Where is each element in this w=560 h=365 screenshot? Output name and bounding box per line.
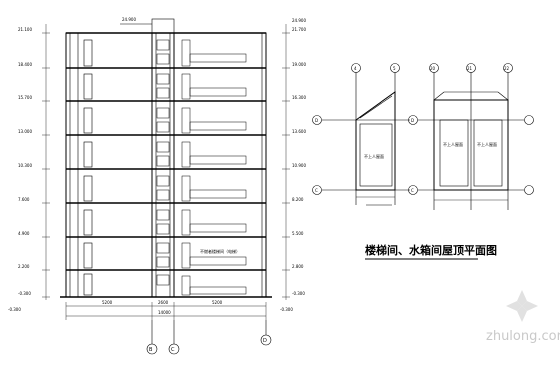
elev-right-6: 8.200	[292, 197, 304, 202]
left-elevation-labels: 21.100 18.400 15.700 13.000 10.300 7.600…	[18, 27, 32, 296]
elev-right-3: 16.300	[292, 95, 306, 100]
stair-plan-2	[418, 72, 524, 210]
top-elevation-label: 24.900	[122, 17, 136, 22]
plan2-axis-d: D	[411, 118, 414, 123]
section-outline	[65, 32, 267, 298]
elev-left-8: -0.300	[18, 291, 31, 296]
axis-bubble-c	[168, 343, 180, 355]
elev-right-9: -0.300	[292, 291, 305, 296]
stair-plan-2-bubbles	[408, 63, 534, 195]
elev-left-3: 13.000	[18, 129, 32, 134]
elev-left-6: 4.900	[18, 231, 30, 236]
plan-title: 楼梯间、水箱间屋顶平面图	[365, 243, 497, 257]
floor-slabs	[60, 32, 272, 298]
axis-label-b: B	[149, 347, 153, 353]
elev-left-1: 18.400	[18, 62, 32, 67]
axis-label-c: C	[171, 347, 175, 353]
dim-label-4: 5200	[212, 300, 223, 305]
dim-label-1: 5200	[102, 300, 113, 305]
elev-right-1: 21.700	[292, 27, 306, 32]
elev-right-0: 24.900	[292, 18, 306, 23]
total-dim-label: 14000	[158, 310, 171, 315]
section-axis-bubbles	[146, 320, 272, 355]
bottom-right-elevation: -0.300	[280, 307, 293, 312]
elev-right-2: 19.000	[292, 62, 306, 67]
plan2-axis-c: C	[411, 188, 414, 193]
dim-label-2: 2600	[158, 300, 169, 305]
building-section	[42, 18, 290, 320]
roof-penthouse	[151, 18, 175, 34]
elev-right-5: 10.900	[292, 163, 306, 168]
room-note: 不燃者楼梯间（电梯）	[200, 248, 240, 254]
watermark-text: zhulong.com	[486, 329, 560, 344]
bottom-dims	[65, 302, 267, 320]
elev-left-7: 2.200	[18, 264, 30, 269]
plan2-axis-20: 20	[430, 66, 436, 71]
watermark-logo	[506, 290, 538, 322]
elev-right-8: 2.800	[292, 264, 304, 269]
plan1-axis-5: 5	[393, 66, 396, 71]
stair-windows	[156, 39, 170, 286]
plan1-axis-4: 4	[354, 66, 357, 71]
right-elevation-labels: 24.900 21.700 19.000 16.300 13.600 10.90…	[292, 18, 306, 296]
balcony-railings	[181, 39, 247, 296]
elev-left-0: 21.100	[18, 27, 32, 32]
bottom-left-elevation: -0.300	[8, 307, 21, 312]
elev-left-4: 10.300	[18, 163, 32, 168]
axis-label-d: D	[263, 338, 267, 344]
plan2-axis-22: 22	[504, 66, 510, 71]
plan1-axis-c: C	[315, 188, 318, 193]
elev-left-5: 7.600	[18, 197, 30, 202]
door-openings	[83, 39, 93, 296]
plan2-note-right: 不上人屋面	[477, 141, 497, 147]
axis-bubble-b	[146, 343, 158, 355]
right-dim-chain	[282, 24, 290, 300]
plan2-axis-21: 21	[467, 66, 473, 71]
stair-plan-1-bubbles	[312, 63, 400, 195]
elev-right-7: 5.500	[292, 231, 304, 236]
plan1-axis-d: D	[315, 118, 318, 123]
plan2-note-left: 不上人屋面	[443, 141, 463, 147]
left-dim-chain	[42, 24, 50, 300]
elev-left-2: 15.700	[18, 95, 32, 100]
elev-right-4: 13.600	[292, 129, 306, 134]
plan1-note: 不上人屋面	[364, 153, 384, 159]
stair-plan-1	[322, 72, 410, 206]
